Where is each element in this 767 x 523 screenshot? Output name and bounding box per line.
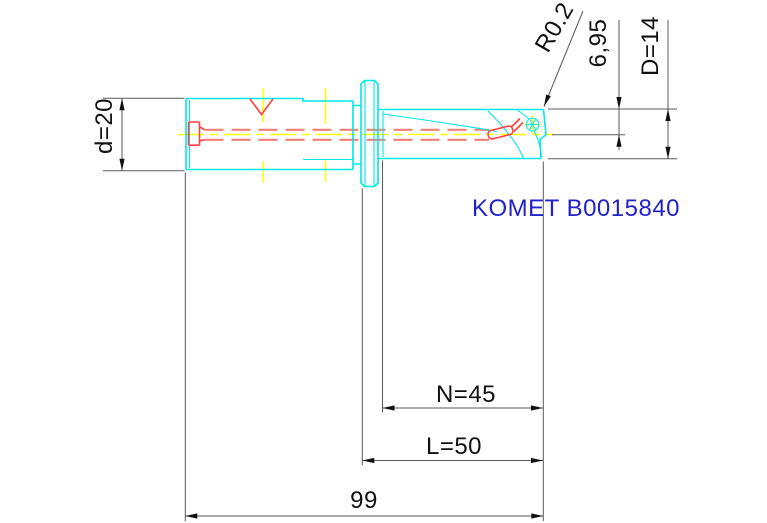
flange-chamfer-lines (364, 81, 375, 186)
label-point-height: 6,95 (585, 19, 612, 68)
arrow-n45-left (382, 405, 395, 411)
dimension-labels: d=20 R0.2 6,95 D=14 N=45 L=50 99 KOMET B… (91, 0, 680, 514)
tip-relief-line-lower (533, 130, 543, 158)
dimensions (103, 10, 677, 521)
cutting-insert (487, 125, 514, 140)
label-cutting-diameter: D=14 (637, 16, 664, 76)
label-flute-length: N=45 (436, 381, 496, 408)
arrow-d20-up (119, 98, 125, 111)
label-corner-radius: R0.2 (530, 0, 580, 57)
label-usable-length: L=50 (426, 433, 482, 460)
coolant-inlet-funnel (187, 121, 205, 146)
arrow-l50-right (531, 457, 543, 464)
torx-icon (527, 119, 538, 130)
arrow-n45-right (531, 405, 543, 411)
arrow-99-left (185, 513, 198, 519)
arrow-d14-up (665, 109, 671, 121)
arrow-99-right (531, 513, 544, 519)
flute-gash-curve (487, 110, 525, 159)
label-shank-diameter: d=20 (91, 98, 118, 154)
flange-outline (360, 79, 379, 188)
neck-outline (353, 104, 361, 165)
flute-helix-line (382, 113, 498, 133)
arrow-695-up (616, 134, 622, 147)
label-brand-part-number: KOMET B0015840 (472, 195, 680, 222)
index-notch-mark (249, 98, 274, 116)
insert-outline (487, 125, 514, 140)
shank-outline (185, 97, 354, 171)
arrow-radius-leader (544, 94, 551, 107)
coolant-channels (204, 128, 489, 141)
tool-outline (185, 79, 547, 188)
radius-leader-line (543, 10, 584, 107)
insert-pocket-lines (510, 117, 524, 133)
arrow-695-down (616, 97, 622, 109)
tip-relief-line-upper (516, 109, 529, 119)
red-details (187, 98, 524, 146)
label-overall-length: 99 (350, 487, 378, 514)
clamp-screw-circle (525, 117, 540, 132)
arrow-d14-down (665, 146, 671, 159)
arrow-l50-left (362, 457, 375, 464)
arrow-d20-down (119, 158, 125, 171)
